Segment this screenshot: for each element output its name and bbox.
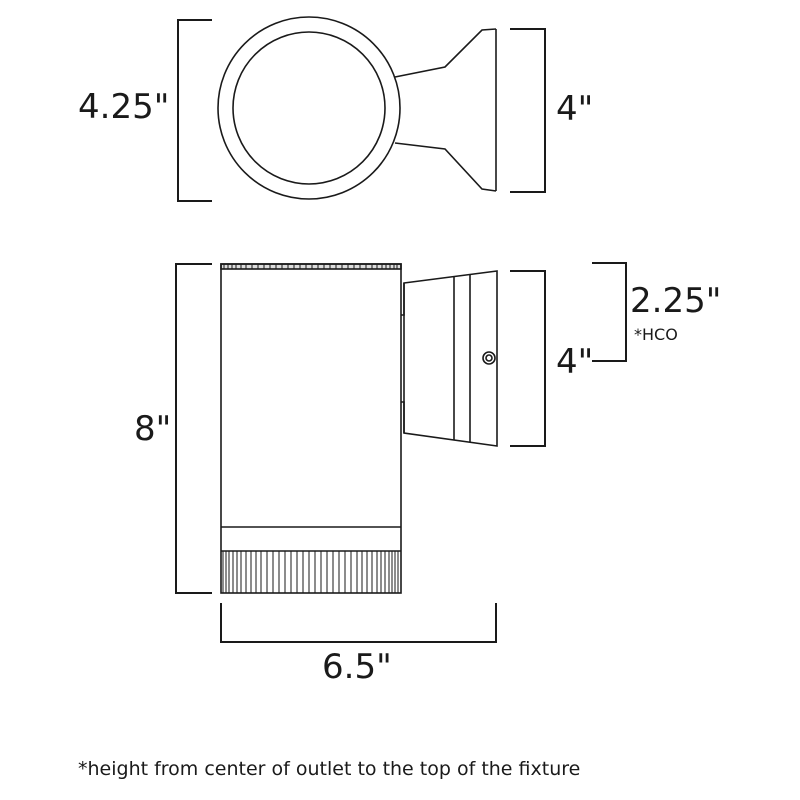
fixture-inner-lens — [232, 31, 386, 185]
screw-inner — [485, 354, 493, 362]
footnote: *height from center of outlet to the top… — [78, 758, 581, 780]
dimension-bracket-4-in-side — [510, 270, 546, 447]
hco-label: 2.25" — [630, 281, 722, 321]
cylinder-body — [220, 263, 402, 594]
dimension-bracket-4-in-top — [510, 28, 546, 193]
dimension-bracket-4-25-in — [177, 19, 212, 202]
width-label: 6.5" — [322, 647, 392, 687]
side-view — [175, 262, 627, 643]
dimension-bracket-6-5-in — [220, 603, 497, 643]
top-backplate-label: 4" — [556, 89, 594, 129]
fixture-outer-ring — [217, 16, 401, 200]
hco-marker: *HCO — [634, 325, 678, 344]
mounting-arm-top — [394, 28, 497, 78]
screw-outer — [482, 351, 496, 365]
mounting-arm-side — [403, 270, 498, 447]
top-knurl-band — [220, 263, 402, 270]
bottom-knurl-lines — [222, 551, 399, 593]
side-height-label: 8" — [134, 409, 172, 449]
mounting-arm-bottom — [394, 142, 497, 192]
top-knurl-lines — [223, 264, 398, 269]
side-backplate-label: 4" — [556, 342, 594, 382]
dimension-bracket-8-in — [175, 263, 212, 594]
dimension-bracket-hco — [592, 262, 627, 362]
top-view — [177, 16, 546, 202]
top-height-label: 4.25" — [78, 87, 170, 127]
